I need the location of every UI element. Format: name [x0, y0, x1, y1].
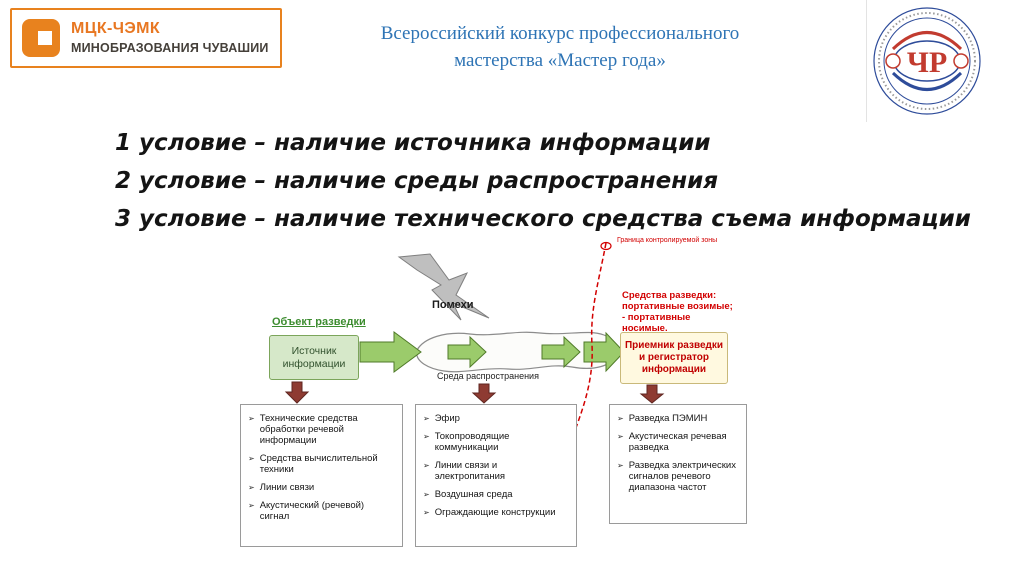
arrow-bullet-icon: ➢: [423, 414, 430, 423]
recon-list-box: ➢ Разведка ПЭМИН ➢ Акустическая речевая …: [609, 404, 747, 524]
recon-means-title: Средства разведки:: [622, 290, 717, 301]
arrow-bullet-icon: ➢: [423, 490, 430, 499]
arrow-bullet-icon: ➢: [617, 461, 624, 470]
medium-label: Среда распространения: [437, 371, 539, 381]
list-item: ➢ Разведка электрических сигналов речево…: [617, 460, 740, 493]
boundary-zone-label: Граница контролируемой зоны: [617, 237, 718, 244]
logo-line1: МЦК-ЧЭМК: [71, 20, 161, 37]
emblem-panel: ЧР: [866, 0, 1024, 122]
green-arrow-icon: [359, 331, 422, 373]
list-item: ➢ Линии связи и электропитания: [423, 460, 570, 482]
green-arrow-icon: [447, 335, 487, 369]
list-item-text: Акустическая речевая разведка: [628, 431, 727, 453]
list-item-text: Разведка ПЭМИН: [628, 413, 708, 424]
list-item-text: Линии связи: [259, 482, 315, 493]
arrow-bullet-icon: ➢: [248, 501, 255, 510]
arrow-bullet-icon: ➢: [423, 461, 430, 470]
list-item: ➢ Эфир: [423, 413, 570, 424]
boundary-marker-icon: [600, 241, 612, 251]
recon-means-block: Средства разведки: портативные возимые; …: [622, 290, 737, 334]
list-item-text: Эфир: [434, 413, 460, 424]
condition-2: 2 условие – наличие среды распространени…: [115, 168, 719, 194]
list-item-text: Средства вычислительной техники: [259, 453, 378, 475]
list-item-text: Токопроводящие коммуникации: [434, 431, 510, 453]
emblem-center-text: ЧР: [907, 46, 947, 79]
institution-logo: МЦК-ЧЭМК МИНОБРАЗОВАНИЯ ЧУВАШИИ: [10, 8, 282, 68]
arrow-bullet-icon: ➢: [423, 432, 430, 441]
green-arrow-icon: [541, 335, 581, 369]
institution-logo-icon: [22, 19, 60, 57]
list-item-text: Воздушная среда: [434, 489, 513, 500]
condition-1: 1 условие – наличие источника информации: [115, 130, 711, 156]
arrow-bullet-icon: ➢: [248, 454, 255, 463]
arrow-bullet-icon: ➢: [248, 483, 255, 492]
medium-list-box: ➢ Эфир ➢ Токопроводящие коммуникации ➢ Л…: [415, 404, 577, 547]
list-item: ➢ Акустический (речевой) сигнал: [248, 500, 396, 522]
list-item: ➢ Линии связи: [248, 482, 396, 493]
arrow-bullet-icon: ➢: [423, 508, 430, 517]
page-title: Всероссийский конкурс профессионального …: [300, 20, 820, 74]
list-item: ➢ Разведка ПЭМИН: [617, 413, 740, 424]
source-box: Источник информации: [269, 335, 359, 380]
emblem-logo: ЧР: [873, 7, 981, 115]
object-label: Объект разведки: [272, 316, 366, 328]
list-item: ➢ Средства вычислительной техники: [248, 453, 396, 475]
page-title-line2: мастерства «Мастер года»: [454, 50, 666, 71]
recon-means-line1: портативные возимые;: [622, 301, 733, 312]
arrow-bullet-icon: ➢: [248, 414, 255, 423]
list-item-text: Линии связи и электропитания: [434, 460, 506, 482]
list-item: ➢ Технические средства обработки речевой…: [248, 413, 396, 446]
list-item-text: Акустический (речевой) сигнал: [259, 500, 365, 522]
list-item-text: Технические средства обработки речевой и…: [259, 413, 358, 446]
condition-3: 3 условие – наличие технического средств…: [115, 206, 971, 232]
down-arrow-icon: [471, 383, 497, 404]
list-item: ➢ Акустическая речевая разведка: [617, 431, 740, 453]
list-item: ➢ Токопроводящие коммуникации: [423, 431, 570, 453]
source-list-box: ➢ Технические средства обработки речевой…: [240, 404, 403, 547]
noise-label: Помехи: [432, 299, 474, 311]
list-item-text: Ограждающие конструкции: [434, 507, 556, 518]
list-item-text: Разведка электрических сигналов речевого…: [628, 460, 736, 493]
page-title-line1: Всероссийский конкурс профессионального: [380, 23, 740, 44]
green-arrow-icon: [583, 331, 625, 373]
arrow-bullet-icon: ➢: [617, 432, 624, 441]
logo-line2: МИНОБРАЗОВАНИЯ ЧУВАШИИ: [71, 41, 269, 55]
down-arrow-icon: [284, 381, 310, 404]
list-item: ➢ Воздушная среда: [423, 489, 570, 500]
arrow-bullet-icon: ➢: [617, 414, 624, 423]
down-arrow-icon: [639, 384, 665, 404]
receiver-box: Приемник разведки и регистратор информац…: [620, 332, 728, 384]
conditions-list: 1 условие – наличие источника информации…: [115, 124, 971, 238]
recon-means-line2: - портативные носимые.: [622, 312, 691, 334]
list-item: ➢ Ограждающие конструкции: [423, 507, 570, 518]
medium-band-shape: [416, 331, 618, 373]
